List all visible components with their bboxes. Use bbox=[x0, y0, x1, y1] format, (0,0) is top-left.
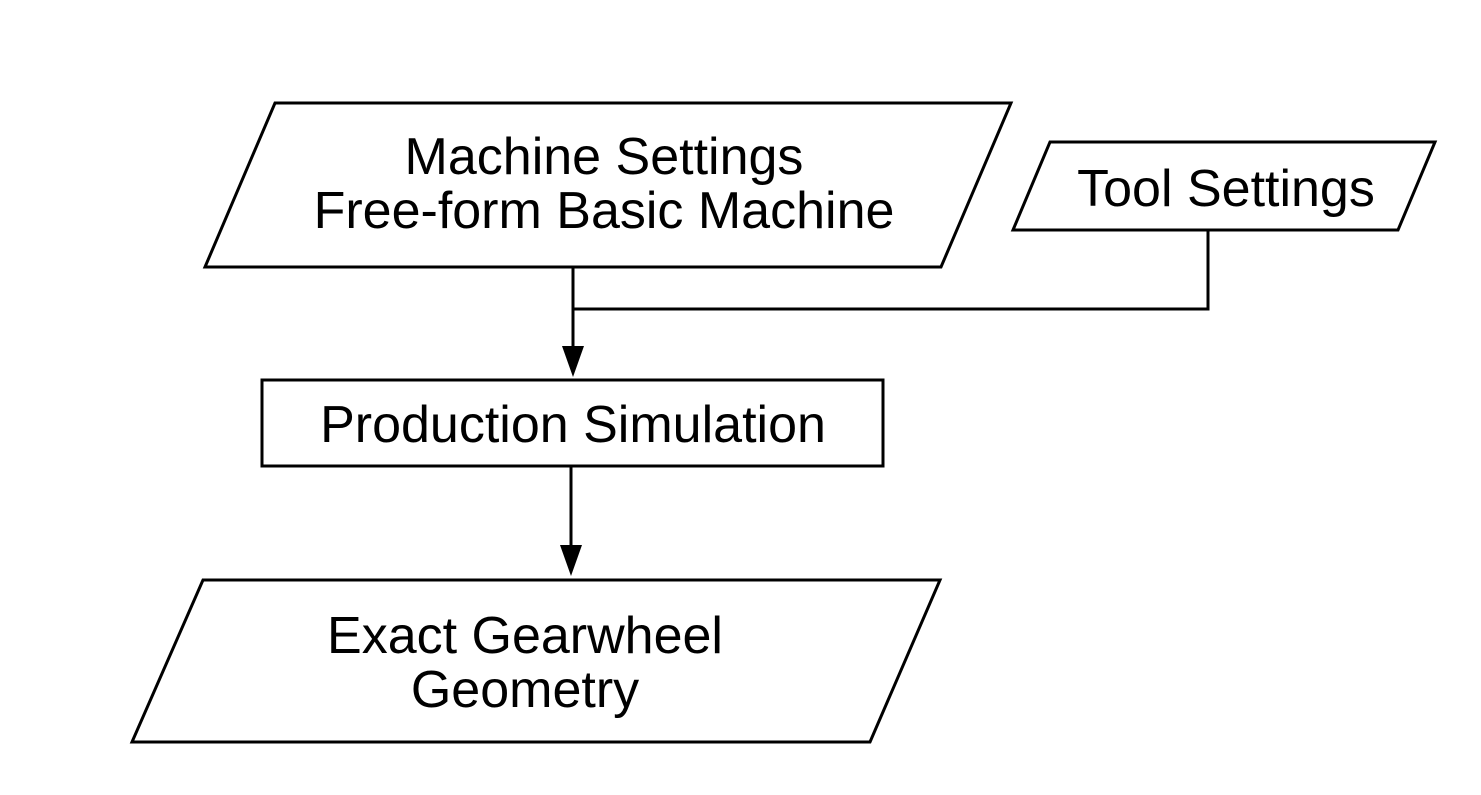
node-label-line-1: Exact Gearwheel bbox=[327, 607, 723, 665]
node-exact-gearwheel-geometry: Exact Gearwheel Geometry bbox=[132, 580, 940, 742]
node-label: Production Simulation bbox=[320, 396, 826, 454]
arrowhead bbox=[562, 346, 584, 377]
node-machine-settings: Machine Settings Free-form Basic Machine bbox=[205, 103, 1011, 267]
node-production-simulation: Production Simulation bbox=[262, 380, 883, 466]
node-label-line-2: Geometry bbox=[411, 661, 639, 719]
node-label-line-1: Machine Settings bbox=[405, 128, 804, 186]
arrowhead bbox=[560, 545, 582, 576]
node-label-line-2: Free-form Basic Machine bbox=[314, 182, 895, 240]
node-tool-settings: Tool Settings bbox=[1013, 142, 1435, 230]
node-label: Tool Settings bbox=[1077, 160, 1375, 218]
edge-simulation-to-geometry bbox=[560, 466, 582, 576]
edge-machine-to-simulation bbox=[562, 267, 584, 377]
